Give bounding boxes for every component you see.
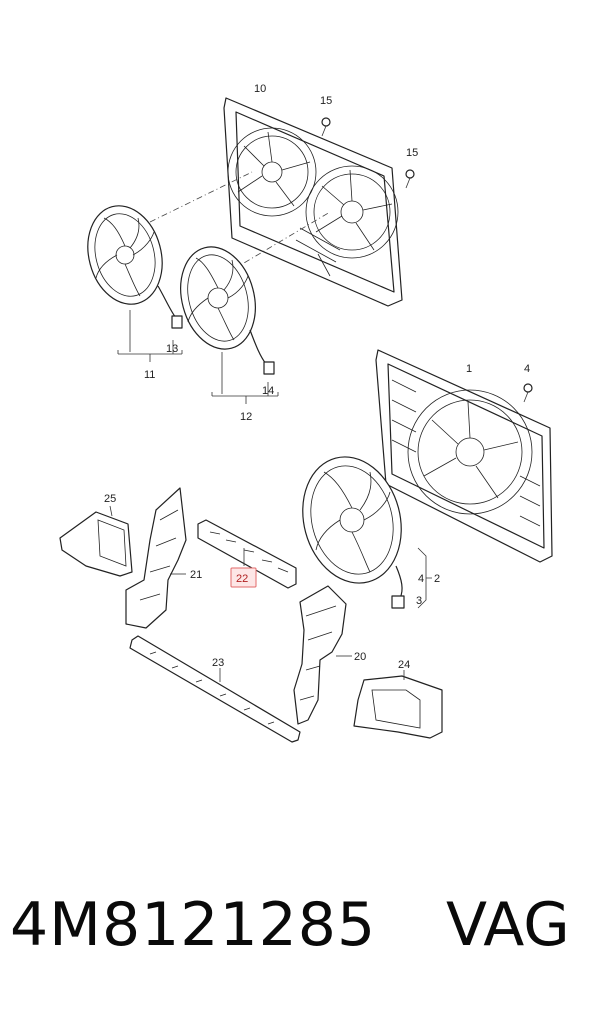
callout-1: 1 [466, 363, 472, 375]
bracket-12 [211, 352, 279, 404]
callout-15-upper: 15 [320, 95, 332, 107]
callout-15-right: 15 [406, 147, 418, 159]
callout-21: 21 [190, 569, 202, 581]
air-duct-24 [353, 670, 443, 739]
callout-14: 14 [262, 385, 274, 397]
screw-15-upper [321, 117, 331, 137]
callout-12: 12 [240, 411, 252, 423]
seal-strip-22 [197, 519, 297, 589]
callout-22-highlight: 22 [230, 567, 257, 588]
callout-13: 13 [166, 343, 178, 355]
air-guide-20 [293, 585, 352, 725]
callout-25: 25 [104, 493, 116, 505]
fan-shroud-1 [375, 349, 553, 563]
callout-24: 24 [398, 659, 410, 671]
callout-2: 2 [434, 573, 440, 585]
air-guide-21 [125, 487, 187, 629]
bracket-2 [417, 547, 432, 609]
callout-23: 23 [212, 657, 224, 669]
callout-10: 10 [254, 83, 266, 95]
bracket-11 [117, 310, 183, 362]
brand-label: VAG [446, 890, 570, 960]
fan-shroud-10 [223, 97, 403, 307]
part-number: 4M8121285 [10, 890, 377, 960]
fan-11 [87, 205, 183, 329]
fan-2 [302, 456, 405, 609]
callout-4-top: 4 [524, 363, 530, 375]
seal-strip-23 [129, 635, 301, 743]
callout-22: 22 [236, 573, 248, 585]
screw-15-right [405, 169, 415, 189]
callout-20: 20 [354, 651, 366, 663]
callout-4-side: 4 [418, 573, 424, 585]
callout-11: 11 [144, 369, 155, 381]
screw-4-top [523, 383, 533, 403]
exploded-parts-diagram: 10 15 15 13 11 14 12 1 4 4 2 3 25 21 22 … [59, 83, 553, 743]
fan-12 [180, 246, 275, 375]
callout-3: 3 [416, 595, 422, 607]
air-duct-25 [59, 505, 133, 577]
